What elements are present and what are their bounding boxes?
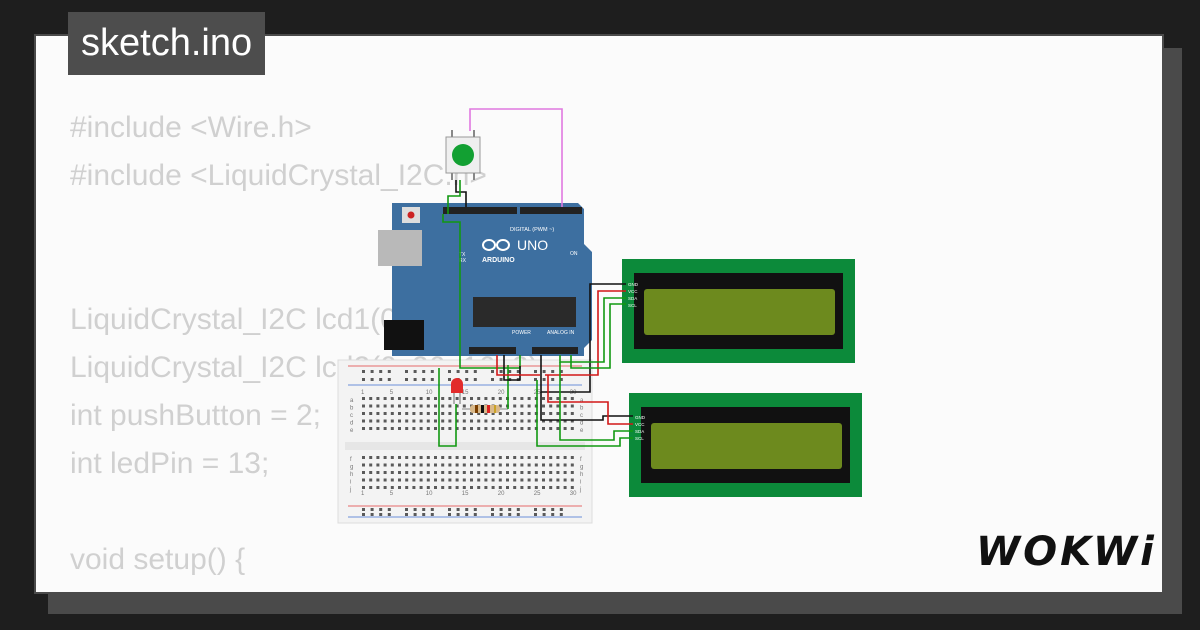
lcd-pin-label: VCC [628, 289, 638, 294]
breadboard-row-letter: b [350, 406, 354, 412]
reset-button[interactable] [407, 211, 415, 219]
lcd-1-screen [644, 289, 835, 335]
lcd-display-2: GND VCC SDA SCL [629, 393, 862, 497]
breadboard-row-letter: b [580, 406, 584, 412]
breadboard-column-number: 5 [390, 390, 394, 396]
breadboard-column-number: 1 [361, 491, 365, 497]
digital-header-right [520, 207, 582, 214]
breadboard-row-letter: d [580, 421, 583, 427]
wires [438, 108, 633, 447]
lcd-pin-label: SCL [628, 303, 637, 308]
code-line: int pushButton = 2; [70, 399, 322, 432]
lcd-pin-label: SCL [635, 436, 644, 441]
breadboard-column-number: 20 [498, 390, 505, 396]
board-model-label: UNO [517, 237, 548, 253]
code-line: #include <LiquidCrystal_I2C.h> [70, 159, 487, 192]
pushbutton[interactable] [445, 130, 481, 180]
analog-header [532, 347, 578, 354]
wire-lcd2-gnd [540, 392, 633, 421]
breadboard-row-letter: i [580, 480, 581, 486]
breadboard-column-number: 1 [361, 390, 365, 396]
lcd-pin-label: GND [628, 282, 639, 287]
preview-card: #include <Wire.h> #include <LiquidCrystal… [34, 34, 1164, 594]
wire-button-to-pin2 [469, 108, 563, 207]
breadboard-row-letter: i [350, 480, 351, 486]
breadboard-column-number: 30 [570, 390, 577, 396]
wire-lcd1-vcc [545, 290, 626, 376]
arduino-logo [482, 239, 510, 251]
sketch-title: sketch.ino [68, 12, 266, 75]
breadboard-row-letter: g [580, 465, 583, 471]
breadboard-row-letter: d [350, 421, 353, 427]
wire-lcd1-scl [570, 303, 626, 369]
breadboard-row-letter: a [580, 398, 584, 404]
wire-lcd2-sda [559, 362, 633, 441]
wire-button-to-gnd [455, 180, 467, 207]
power-label: POWER [512, 330, 531, 336]
breadboard-row-letter: j [349, 487, 351, 493]
wokwi-logo: WOKWi [976, 529, 1157, 575]
wire-lcd1-sda [559, 297, 626, 363]
lcd-pin-label: SDA [635, 429, 644, 434]
wire-pin13 [442, 214, 521, 369]
breadboard-row-letter: h [350, 472, 353, 478]
wire-gnd-rail [503, 355, 521, 381]
on-label: ON [570, 251, 578, 257]
breadboard-column-number: 25 [534, 491, 541, 497]
analog-label: ANALOG IN [547, 330, 575, 336]
breadboard-row-letter: e [350, 428, 354, 434]
breadboard-column-number: 15 [462, 491, 469, 497]
pushbutton-cap[interactable] [452, 144, 474, 166]
breadboard-row-letter: f [350, 457, 352, 463]
breadboard-row-letter: a [350, 398, 354, 404]
wire-lcd2-vcc [547, 375, 633, 425]
power-jack [384, 320, 424, 350]
breadboard-column-number: 10 [426, 390, 433, 396]
lcd-pin-label: SDA [628, 296, 637, 301]
code-line: int ledPin = 13; [70, 447, 270, 480]
board-brand-label: ARDUINO [482, 257, 515, 264]
code-line: void setup() { [70, 543, 246, 576]
lcd-2-screen [651, 423, 842, 469]
breadboard-row-letter: c [350, 413, 353, 419]
breadboard-column-number: 10 [426, 491, 433, 497]
red-led [451, 378, 463, 404]
breadboard-row-letter: e [580, 428, 584, 434]
breadboard-column-number: 20 [498, 491, 505, 497]
wire-5v-rail [496, 355, 540, 376]
breadboard-column-number: 5 [390, 491, 394, 497]
digital-label: DIGITAL (PWM ~) [510, 227, 554, 233]
breadboard-row-letter: c [580, 413, 583, 419]
arduino-uno-board: DIGITAL (PWM ~) UNO ARDUINO TX RX ON POW… [378, 203, 592, 356]
breadboard-column-number: 15 [462, 390, 469, 396]
wire-led-gnd [438, 368, 457, 447]
breadboard-row-letter: j [579, 487, 581, 493]
code-line: #include <Wire.h> [70, 111, 312, 144]
breadboard-column-number: 30 [570, 491, 577, 497]
lcd-pin-label: VCC [635, 422, 645, 427]
wire-lcd1-gnd [540, 283, 626, 393]
lcd-pin-label: GND [635, 415, 646, 420]
usb-connector [378, 230, 422, 266]
breadboard-row-letter: g [350, 465, 353, 471]
breadboard-row-letter: f [580, 457, 582, 463]
wire-button-green [447, 180, 461, 214]
wire-lcd2-scl [536, 380, 633, 447]
tx-label: TX [459, 252, 466, 258]
resistor [462, 405, 508, 413]
atmega-chip [473, 297, 576, 327]
digital-header-left [443, 207, 517, 214]
rx-label: RX [459, 258, 467, 264]
lcd-display-1: GND VCC SDA SCL [622, 259, 855, 363]
power-header [469, 347, 516, 354]
breadboard-row-letter: h [580, 472, 583, 478]
